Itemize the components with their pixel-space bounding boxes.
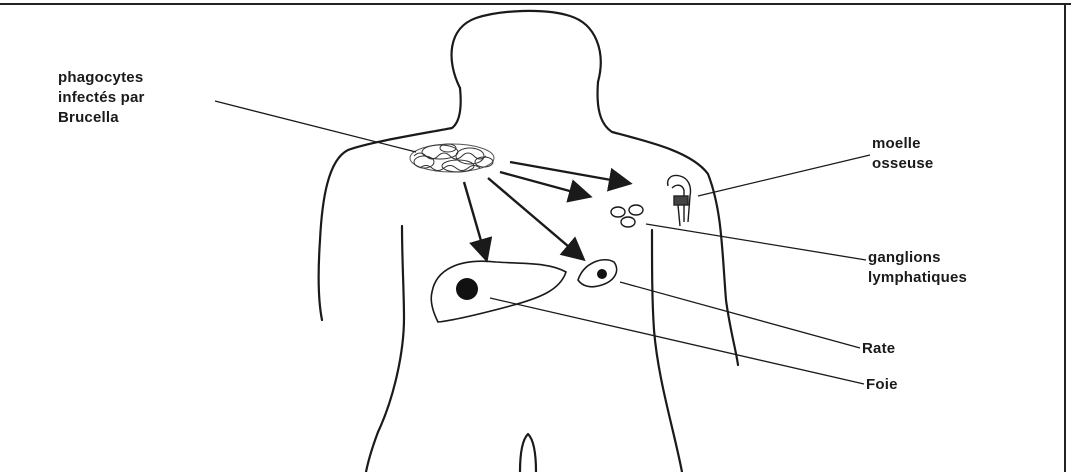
leader-ganglions <box>646 224 866 260</box>
bone-marrow-icon <box>668 175 691 226</box>
arrow-to-liver <box>464 182 486 258</box>
body-silhouette <box>319 11 738 472</box>
right-inner-arm-outline <box>652 230 682 472</box>
arrow-to-lymph-nodes <box>500 172 588 196</box>
dissemination-arrows <box>464 162 628 258</box>
phagocytes-cluster-icon <box>410 144 494 172</box>
label-spleen: Rate <box>862 339 895 359</box>
leader-foie <box>490 298 864 384</box>
label-lymph-nodes: ganglions lymphatiques <box>868 248 967 288</box>
liver-organ <box>431 261 566 322</box>
spleen-organ <box>578 260 617 287</box>
left-inner-arm-outline <box>366 226 404 472</box>
label-bone-marrow: moelle osseuse <box>872 134 933 174</box>
spleen-lesion <box>597 269 607 279</box>
crotch-outline <box>520 434 536 472</box>
head-outline <box>452 11 601 88</box>
right-torso-outline <box>598 82 738 365</box>
leader-phagocytes <box>215 101 416 152</box>
leader-lines <box>215 101 870 384</box>
lymph-nodes-icon <box>611 205 643 227</box>
label-phagocytes: phagocytes infectés par Brucella <box>58 68 145 128</box>
leader-rate <box>620 282 860 348</box>
liver-lesion <box>456 278 478 300</box>
leader-moelle <box>698 155 870 196</box>
label-liver: Foie <box>866 375 898 395</box>
